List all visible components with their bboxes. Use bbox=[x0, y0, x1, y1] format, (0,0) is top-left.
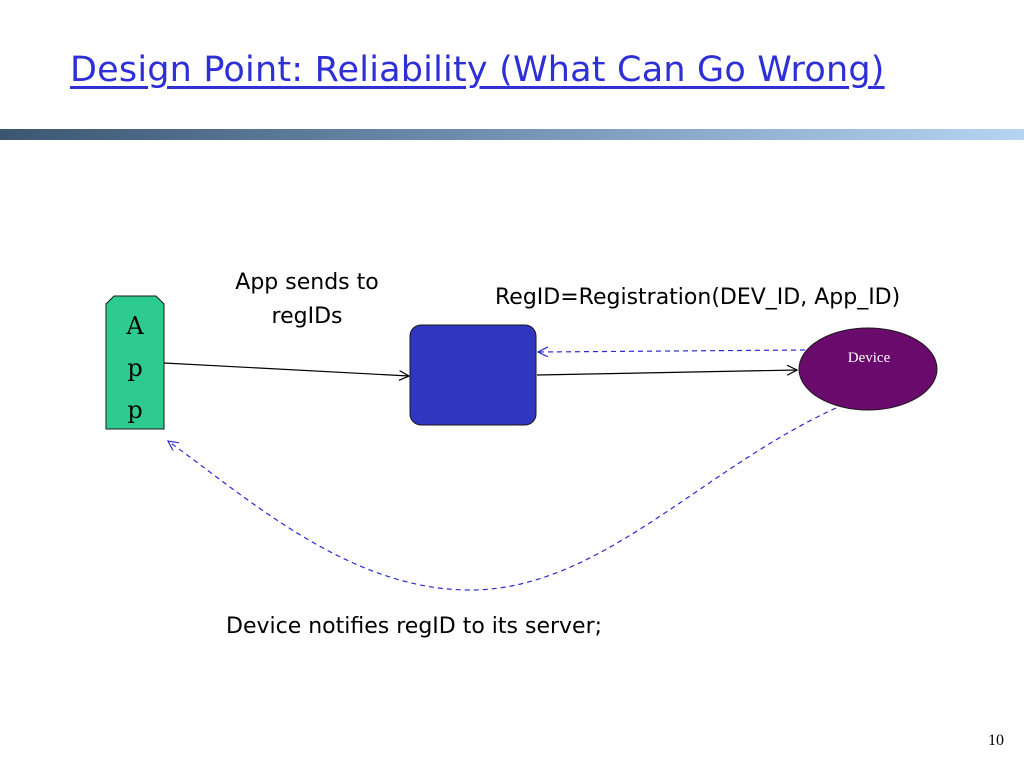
title-divider-bar bbox=[0, 129, 1024, 140]
app-letter-3: p bbox=[127, 396, 143, 424]
registration-label: RegID=Registration(DEV_ID, App_ID) bbox=[495, 285, 901, 310]
device-node bbox=[798, 327, 938, 411]
device-notifies-label: Device notifies regID to its server; bbox=[226, 614, 603, 639]
app-sends-label-line2: regIDs bbox=[271, 304, 343, 329]
app-to-server-arrow bbox=[163, 362, 409, 376]
page-number: 10 bbox=[988, 732, 1004, 749]
device-label: Device bbox=[847, 350, 891, 366]
app-letter-1: A bbox=[126, 312, 144, 340]
app-letter-2: p bbox=[127, 354, 143, 382]
device-to-app-dashed-arrow bbox=[168, 407, 837, 591]
server-box bbox=[409, 324, 537, 426]
server-to-device-arrow bbox=[536, 370, 797, 375]
app-sends-label-line1: App sends to bbox=[235, 270, 379, 295]
slide-title: Design Point: Reliability (What Can Go W… bbox=[70, 50, 885, 90]
app-box bbox=[105, 295, 165, 430]
device-to-server-dashed-arrow bbox=[538, 350, 806, 352]
app-sends-label: App sends to regIDs bbox=[212, 266, 402, 334]
